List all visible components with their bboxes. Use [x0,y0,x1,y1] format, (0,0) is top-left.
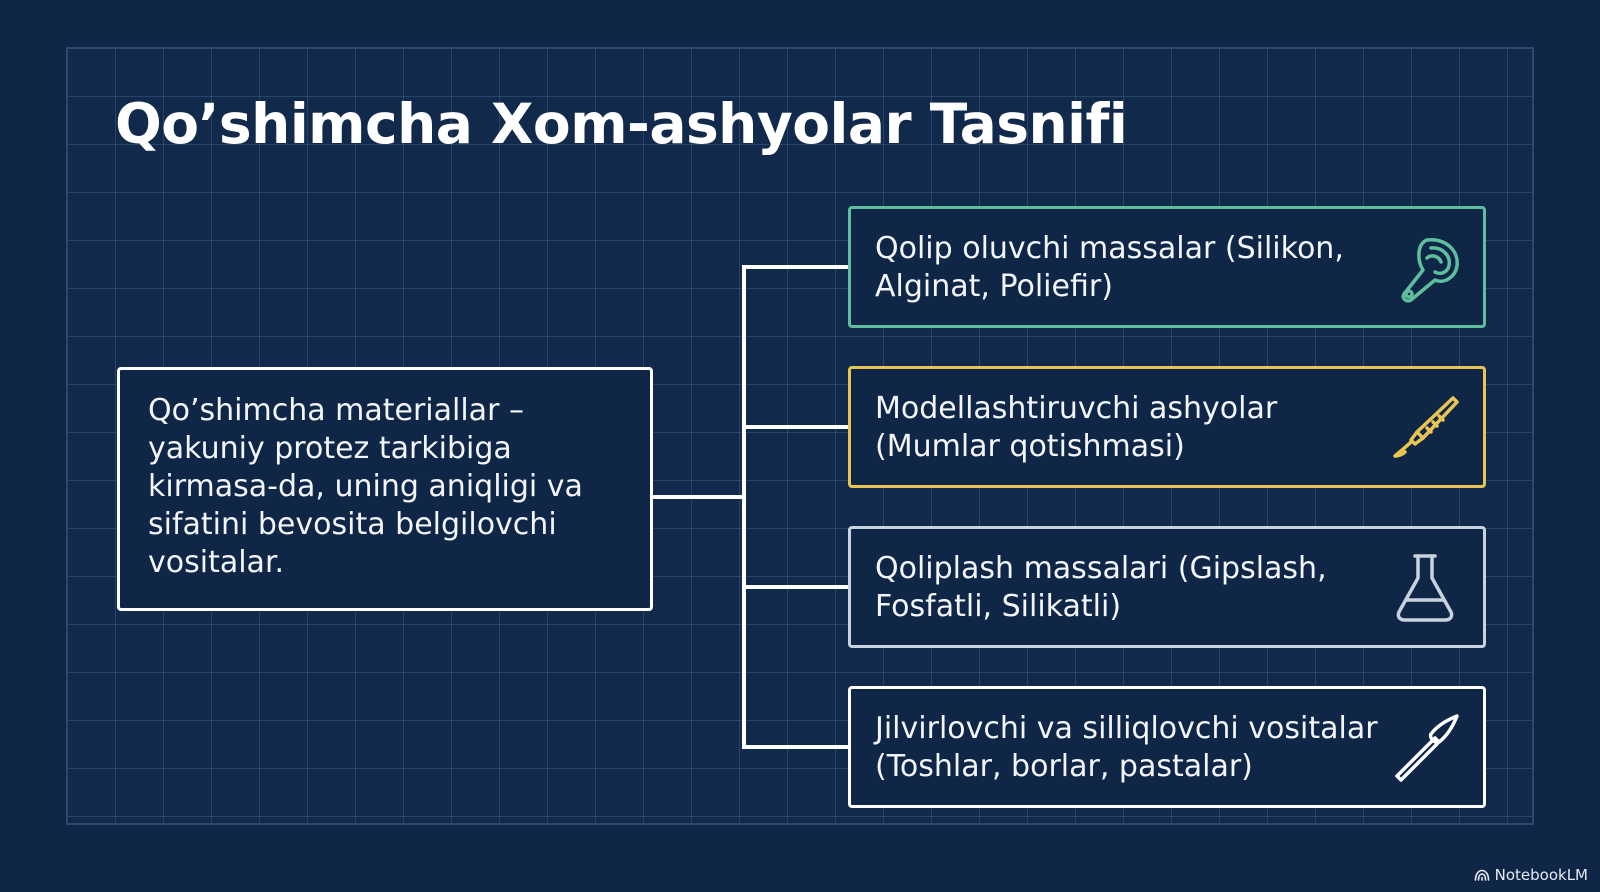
notebooklm-logo-icon [1474,869,1490,881]
flask-icon [1387,550,1463,626]
category-label: Qoliplash massalari (Gipslash, Fosfatli,… [875,551,1327,624]
impression-tray-icon [1387,230,1463,306]
category-label: Qolip oluvchi massalar (Silikon, Alginat… [875,231,1344,304]
definition-text: Qo’shimcha materiallar – yakuniy protez … [148,393,583,580]
category-label: Jilvirlovchi va silliqlovchi vositalar (… [875,711,1378,784]
wax-carver-icon [1387,390,1463,466]
polishing-bur-icon [1387,710,1463,786]
brand-watermark: NotebookLM [1474,866,1588,884]
category-label: Modellashtiruvchi ashyolar (Mumlar qotis… [875,391,1278,464]
category-investment-materials: Qoliplash massalari (Gipslash, Fosfatli,… [848,526,1486,648]
brand-label: NotebookLM [1494,866,1588,884]
category-polishing-materials: Jilvirlovchi va silliqlovchi vositalar (… [848,686,1486,808]
category-modelling-materials: Modellashtiruvchi ashyolar (Mumlar qotis… [848,366,1486,488]
category-impression-materials: Qolip oluvchi massalar (Silikon, Alginat… [848,206,1486,328]
definition-box: Qo’shimcha materiallar – yakuniy protez … [117,367,653,611]
page-title: Qo’shimcha Xom-ashyolar Tasnifi [115,92,1128,156]
